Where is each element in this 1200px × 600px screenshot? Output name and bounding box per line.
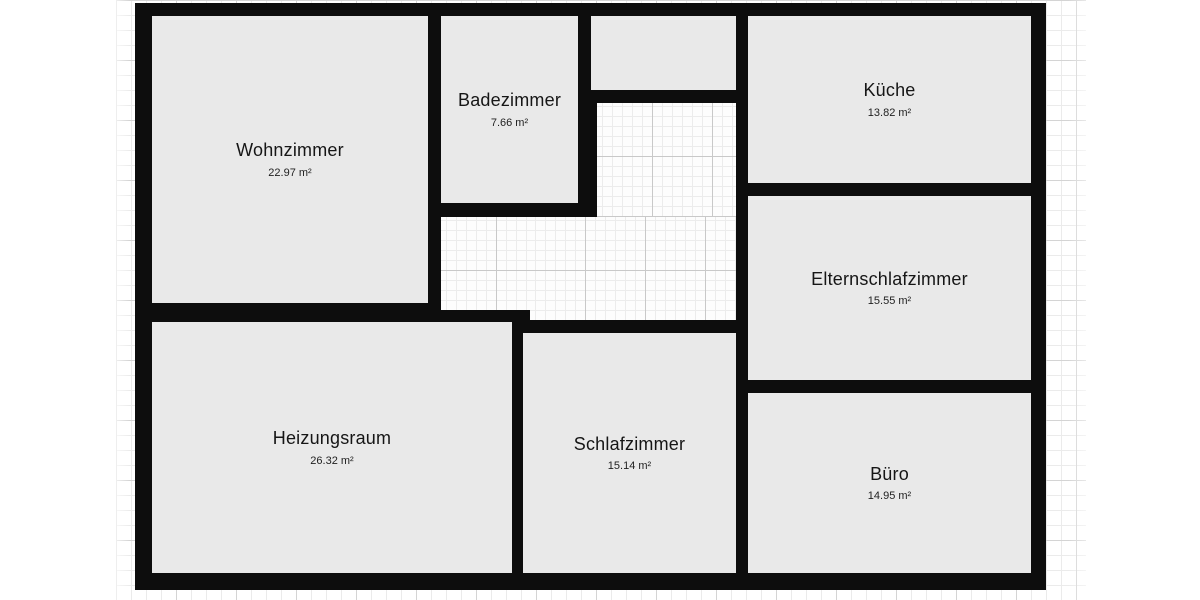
- room-area-label: 13.82 m²: [867, 106, 912, 119]
- grid-fade-left: [96, 0, 130, 600]
- room-area-label: 7.66 m²: [490, 116, 529, 129]
- grid-fade-right: [1046, 0, 1200, 600]
- room-name-label: Badezimmer: [457, 90, 562, 111]
- hallway-area-upper[interactable]: [597, 103, 736, 217]
- room-area-label: 15.14 m²: [607, 460, 652, 473]
- room-unlabeled[interactable]: [591, 16, 736, 90]
- room-area-label: 22.97 m²: [268, 166, 312, 179]
- room-area-label: 26.32 m²: [310, 454, 354, 467]
- room-name-label: Büro: [870, 463, 909, 484]
- room-name-label: Wohnzimmer: [236, 140, 344, 161]
- hallway-area-left[interactable]: [441, 217, 530, 310]
- room-badezimmer[interactable]: Badezimmer 7.66 m²: [441, 16, 578, 203]
- floor-plan: Wohnzimmer 22.97 m² Badezimmer 7.66 m² K…: [135, 3, 1046, 590]
- room-name-label: Elternschlafzimmer: [811, 268, 968, 289]
- room-name-label: Heizungsraum: [272, 428, 392, 449]
- room-name-label: Küche: [863, 80, 916, 101]
- room-area-label: 14.95 m²: [867, 490, 912, 503]
- room-heizungsraum[interactable]: Heizungsraum 26.32 m²: [152, 322, 512, 573]
- room-area-label: 15.55 m²: [867, 295, 912, 308]
- room-name-label: Schlafzimmer: [573, 433, 686, 454]
- room-wohnzimmer[interactable]: Wohnzimmer 22.97 m²: [152, 16, 428, 303]
- room-kueche[interactable]: Küche 13.82 m²: [748, 16, 1031, 183]
- hallway-area-right[interactable]: [530, 217, 736, 320]
- room-buero[interactable]: Büro 14.95 m²: [748, 393, 1031, 573]
- room-schlafzimmer[interactable]: Schlafzimmer 15.14 m²: [523, 333, 736, 573]
- room-elternschlafzimmer[interactable]: Elternschlafzimmer 15.55 m²: [748, 196, 1031, 380]
